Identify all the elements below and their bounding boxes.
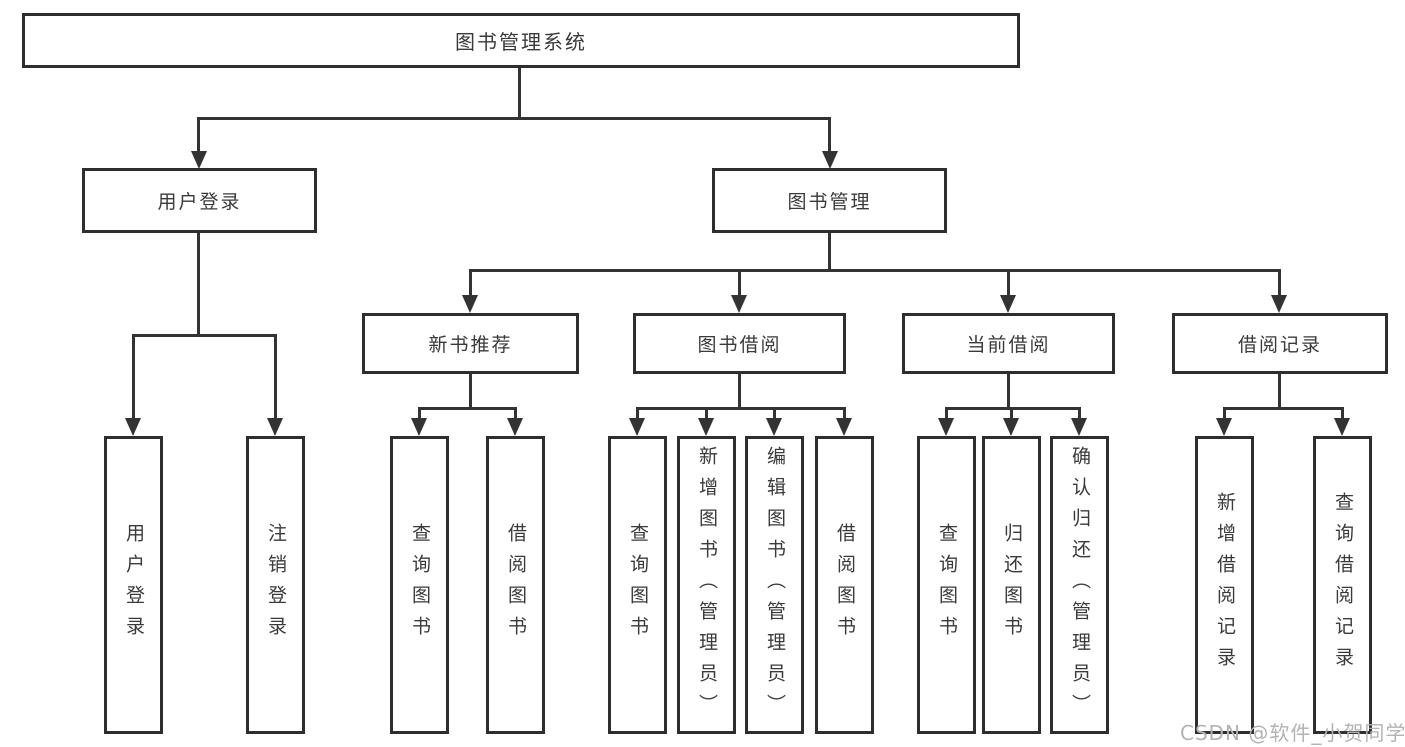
connector-drop-leaf — [418, 407, 421, 420]
node-label: 新书推荐 — [428, 334, 513, 356]
leaf-edit-books-admin: 编辑图书（管理员） — [745, 436, 804, 734]
leaf-query-books-recommend: 查询图书 — [390, 436, 449, 734]
connector-drop-leaf — [274, 334, 277, 420]
connector-drop-recommend — [469, 269, 472, 297]
node-book-borrowing: 图书借阅 — [633, 313, 846, 374]
arrow-down-icon — [629, 418, 645, 436]
arrow-down-icon — [731, 295, 747, 313]
connector-current-bar — [945, 407, 1081, 410]
node-library-management-system: 图书管理系统 — [22, 13, 1020, 68]
node-user-login: 用户登录 — [82, 168, 317, 233]
arrow-down-icon — [191, 151, 207, 169]
arrow-down-icon — [1003, 418, 1019, 436]
connector-drop-leaf — [945, 407, 948, 420]
leaf-label: 新增图书（管理员） — [696, 445, 718, 725]
leaf-confirm-return-admin: 确认归还（管理员） — [1050, 436, 1109, 734]
connector-drop-leaf — [773, 407, 776, 420]
arrow-down-icon — [462, 295, 478, 313]
connector-recommend-stem — [469, 373, 472, 410]
connector-current-stem — [1007, 373, 1010, 410]
node-label: 当前借阅 — [966, 334, 1051, 356]
connector-drop-leaf — [1223, 407, 1226, 420]
node-label: 图书管理系统 — [455, 30, 587, 54]
arrow-down-icon — [1000, 295, 1016, 313]
connector-drop-leaf — [514, 407, 517, 420]
connector-login-bar — [132, 334, 276, 337]
arrow-down-icon — [1071, 418, 1087, 436]
leaf-label: 查询图书 — [627, 523, 649, 647]
connector-drop-user-login — [197, 117, 200, 153]
leaf-label: 归还图书 — [1001, 523, 1023, 647]
node-borrowing-records: 借阅记录 — [1172, 313, 1388, 374]
leaf-label: 借阅图书 — [505, 523, 527, 647]
connector-mgmt-bar — [469, 269, 1281, 272]
connector-borrow-stem — [738, 373, 741, 410]
leaf-label: 借阅图书 — [834, 523, 856, 647]
leaf-label: 用户登录 — [123, 523, 145, 647]
leaf-label: 查询图书 — [409, 523, 431, 647]
connector-records-bar — [1223, 407, 1343, 410]
leaf-user-login: 用户登录 — [104, 436, 163, 734]
arrow-down-icon — [411, 418, 427, 436]
connector-records-stem — [1278, 373, 1281, 410]
connector-root-bar — [197, 117, 831, 120]
connector-drop-leaf — [1341, 407, 1344, 420]
leaf-label: 查询借阅记录 — [1332, 492, 1354, 678]
leaf-add-borrow-record: 新增借阅记录 — [1195, 436, 1254, 734]
connector-drop-leaf — [132, 334, 135, 420]
connector-drop-leaf — [636, 407, 639, 420]
connector-drop-leaf — [1010, 407, 1013, 420]
node-label: 用户登录 — [157, 191, 242, 213]
arrow-down-icon — [836, 418, 852, 436]
connector-mgmt-stem — [828, 231, 831, 271]
csdn-watermark: CSDN @软件_小贺同学 — [1180, 721, 1405, 745]
leaf-borrow-books-recommend: 借阅图书 — [486, 436, 545, 734]
leaf-query-borrow-record: 查询借阅记录 — [1313, 436, 1372, 734]
connector-drop-records — [1278, 269, 1281, 297]
arrow-down-icon — [1216, 418, 1232, 436]
node-label: 图书借阅 — [697, 334, 782, 356]
connector-drop-current — [1007, 269, 1010, 297]
arrow-down-icon — [698, 418, 714, 436]
node-book-management: 图书管理 — [712, 168, 947, 233]
leaf-label: 查询图书 — [936, 523, 958, 647]
connector-drop-borrow — [738, 269, 741, 297]
connector-recommend-bar — [418, 407, 517, 410]
arrow-down-icon — [267, 418, 283, 436]
arrow-down-icon — [1271, 295, 1287, 313]
connector-root-stem — [518, 66, 521, 119]
node-new-book-recommend: 新书推荐 — [362, 313, 579, 374]
arrow-down-icon — [507, 418, 523, 436]
connector-drop-book-mgmt — [828, 117, 831, 153]
leaf-borrow-books: 借阅图书 — [815, 436, 874, 734]
node-label: 图书管理 — [787, 191, 872, 213]
connector-drop-leaf — [705, 407, 708, 420]
arrow-down-icon — [822, 151, 838, 169]
leaf-add-books-admin: 新增图书（管理员） — [677, 436, 736, 734]
leaf-label: 注销登录 — [265, 523, 287, 647]
node-current-borrowing: 当前借阅 — [902, 313, 1115, 374]
connector-login-stem — [197, 231, 200, 336]
leaf-query-books-borrow: 查询图书 — [608, 436, 667, 734]
node-label: 借阅记录 — [1237, 334, 1322, 356]
connector-drop-leaf — [843, 407, 846, 420]
connector-drop-leaf — [1078, 407, 1081, 420]
leaf-label: 确认归还（管理员） — [1069, 445, 1091, 725]
leaf-label: 新增借阅记录 — [1214, 492, 1236, 678]
arrow-down-icon — [1334, 418, 1350, 436]
leaf-query-books-current: 查询图书 — [917, 436, 976, 734]
leaf-label: 编辑图书（管理员） — [764, 445, 786, 725]
arrow-down-icon — [938, 418, 954, 436]
leaf-return-books: 归还图书 — [982, 436, 1041, 734]
arrow-down-icon — [766, 418, 782, 436]
arrow-down-icon — [125, 418, 141, 436]
leaf-logout: 注销登录 — [246, 436, 305, 734]
connector-borrow-bar — [636, 407, 846, 410]
